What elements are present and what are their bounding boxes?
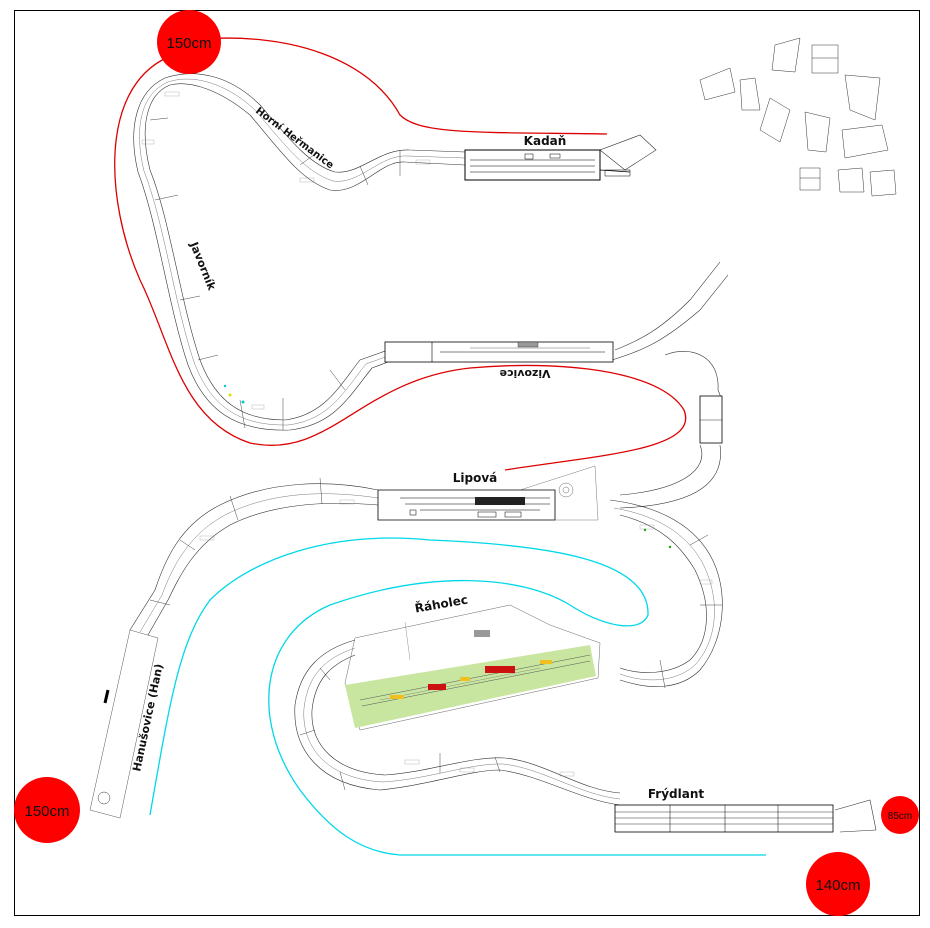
- loose-modules: [699, 37, 897, 197]
- station-kadan: [464, 149, 631, 181]
- dimension-marker-bottom-right: [806, 852, 870, 916]
- label-vizovice: Vizovice: [500, 367, 551, 380]
- clearance-line-middle: [114, 57, 687, 471]
- station-raholec: [344, 604, 601, 731]
- layout-frame: [14, 10, 920, 916]
- dimension-marker-right-small: [881, 796, 919, 834]
- dimension-marker-bottom-left: [14, 777, 80, 843]
- clearance-line-upper: [189, 37, 608, 135]
- dimension-label-bottom-right: 140cm: [815, 877, 860, 894]
- label-javornik: Javorník: [187, 239, 219, 292]
- label-frydlant: Frýdlant: [648, 787, 705, 801]
- label-horni-hermanice: Horní Heřmanice: [253, 105, 336, 172]
- dimension-label-bottom-left: 150cm: [24, 803, 69, 820]
- label-raholec: Řáholec: [414, 592, 469, 616]
- label-kadan: Kadaň: [524, 134, 567, 148]
- dimension-marker-top-left: [157, 10, 221, 74]
- station-frydlant: [614, 804, 834, 833]
- station-hanusovice: [89, 629, 159, 819]
- label-lipova: Lipová: [453, 471, 498, 485]
- station-lipova: [377, 465, 599, 521]
- station-vizovice: [384, 341, 723, 444]
- segment-dividers: [149, 117, 722, 791]
- track-annotations: [141, 91, 713, 777]
- clearance-line-outer: [149, 537, 766, 856]
- track-centerlines: [139, 78, 715, 800]
- dimension-markers: 150cm 150cm 140cm 85cm: [14, 10, 919, 916]
- dimension-label-top-left: 150cm: [166, 35, 211, 52]
- track-ribbon: [129, 73, 877, 833]
- dimension-label-right-small: 85cm: [888, 811, 912, 822]
